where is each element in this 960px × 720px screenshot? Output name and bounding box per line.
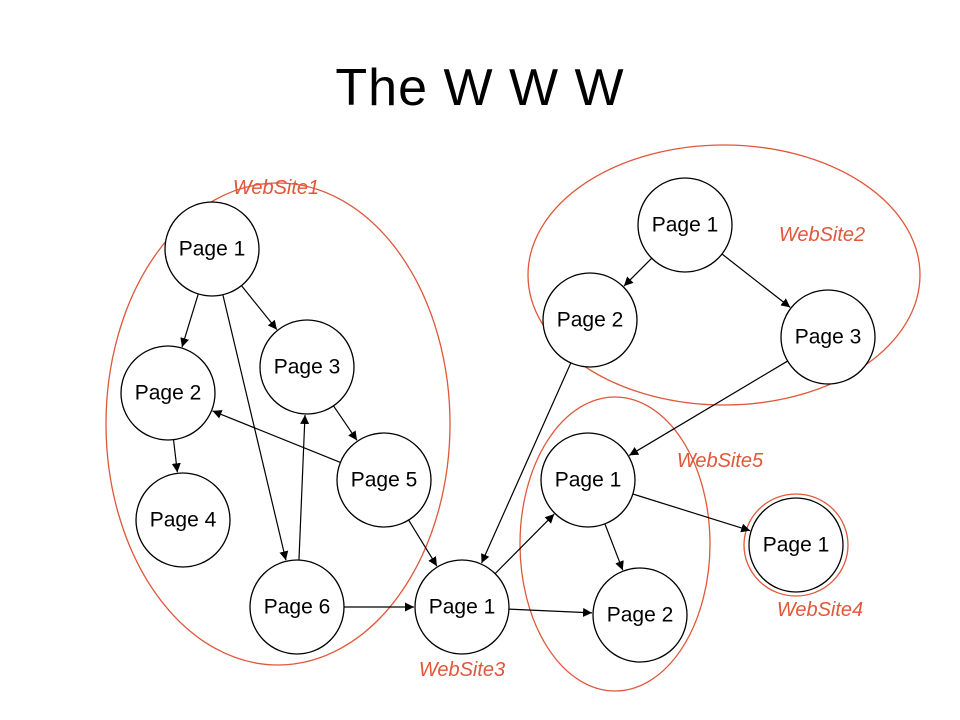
link-ws5_p1-to-ws5_p2 [604,523,624,571]
page-node-ws1_p1: Page 1 [164,201,260,297]
link-ws2_p1-to-ws2_p3 [721,253,791,308]
page-node-label: Page 5 [351,469,418,492]
page-node-label: Page 1 [429,596,496,619]
website-label-ws5: WebSite5 [677,450,764,472]
page-node-circle [164,201,260,297]
page-node-circle [336,432,432,528]
website-label-ws3: WebSite3 [419,659,505,681]
page-node-circle [637,177,733,273]
page-node-ws1_p4: Page 4 [135,472,231,568]
link-ws1_p5-to-ws1_p2 [212,410,341,463]
page-node-label: Page 3 [795,326,862,349]
page-node-label: Page 1 [179,238,246,261]
link-ws1_p5-to-ws3_p1 [408,519,438,567]
page-node-ws3_p1: Page 1 [414,559,510,655]
page-node-label: Page 3 [274,356,341,379]
page-node-ws2_p2: Page 2 [542,272,638,368]
link-ws1_p1-to-ws1_p3 [241,285,278,330]
page-node-circle [414,559,510,655]
page-node-circle [135,472,231,568]
page-node-label: Page 2 [135,382,202,405]
link-ws1_p2-to-ws1_p4 [171,439,181,473]
page-node-ws2_p3: Page 3 [780,289,876,385]
link-ws1_p1-to-ws1_p2 [180,293,199,348]
website-label-ws1: WebSite1 [233,177,319,199]
page-node-label: Page 1 [555,469,622,492]
link-ws2_p3-to-ws5_p1 [628,360,788,456]
link-ws1_p6-to-ws1_p3 [298,414,310,561]
website-boundary-ws2 [527,144,921,406]
page-node-label: Page 1 [763,534,830,557]
page-node-label: Page 6 [264,596,331,619]
link-ws5_p1-to-ws4_p1 [632,493,751,533]
page-node-circle [542,272,638,368]
page-node-ws2_p1: Page 1 [637,177,733,273]
page-node-ws1_p2: Page 2 [120,345,216,441]
link-ws3_p1-to-ws5_p2 [508,607,593,617]
page-node-circle [748,497,844,593]
page-node-circle [540,432,636,528]
page-node-circle [259,319,355,415]
website-boundary-ws4 [743,493,849,597]
page-node-ws4_p1: Page 1 [748,497,844,593]
website-boundary-ws1 [105,182,451,666]
page-node-circle [592,567,688,663]
website-label-ws4: WebSite4 [777,599,863,621]
page-node-circle [249,559,345,655]
page-node-ws1_p5: Page 5 [336,432,432,528]
page-node-label: Page 2 [557,309,624,332]
page-node-label: Page 2 [607,604,674,627]
page-node-ws5_p2: Page 2 [592,567,688,663]
page-node-ws5_p1: Page 1 [540,432,636,528]
slide-title: The W W W [335,59,625,117]
link-ws2_p1-to-ws2_p2 [623,257,653,287]
page-node-circle [780,289,876,385]
page-node-circle [120,345,216,441]
link-ws1_p3-to-ws1_p5 [332,405,358,441]
page-node-label: Page 4 [150,509,217,532]
website-label-ws2: WebSite2 [779,224,865,246]
page-node-label: Page 1 [652,214,719,237]
page-node-ws1_p6: Page 6 [249,559,345,655]
website-boundary-ws5 [519,396,711,692]
link-ws2_p2-to-ws3_p1 [481,362,572,564]
page-node-ws1_p3: Page 3 [259,319,355,415]
link-ws3_p1-to-ws5_p1 [494,513,555,575]
